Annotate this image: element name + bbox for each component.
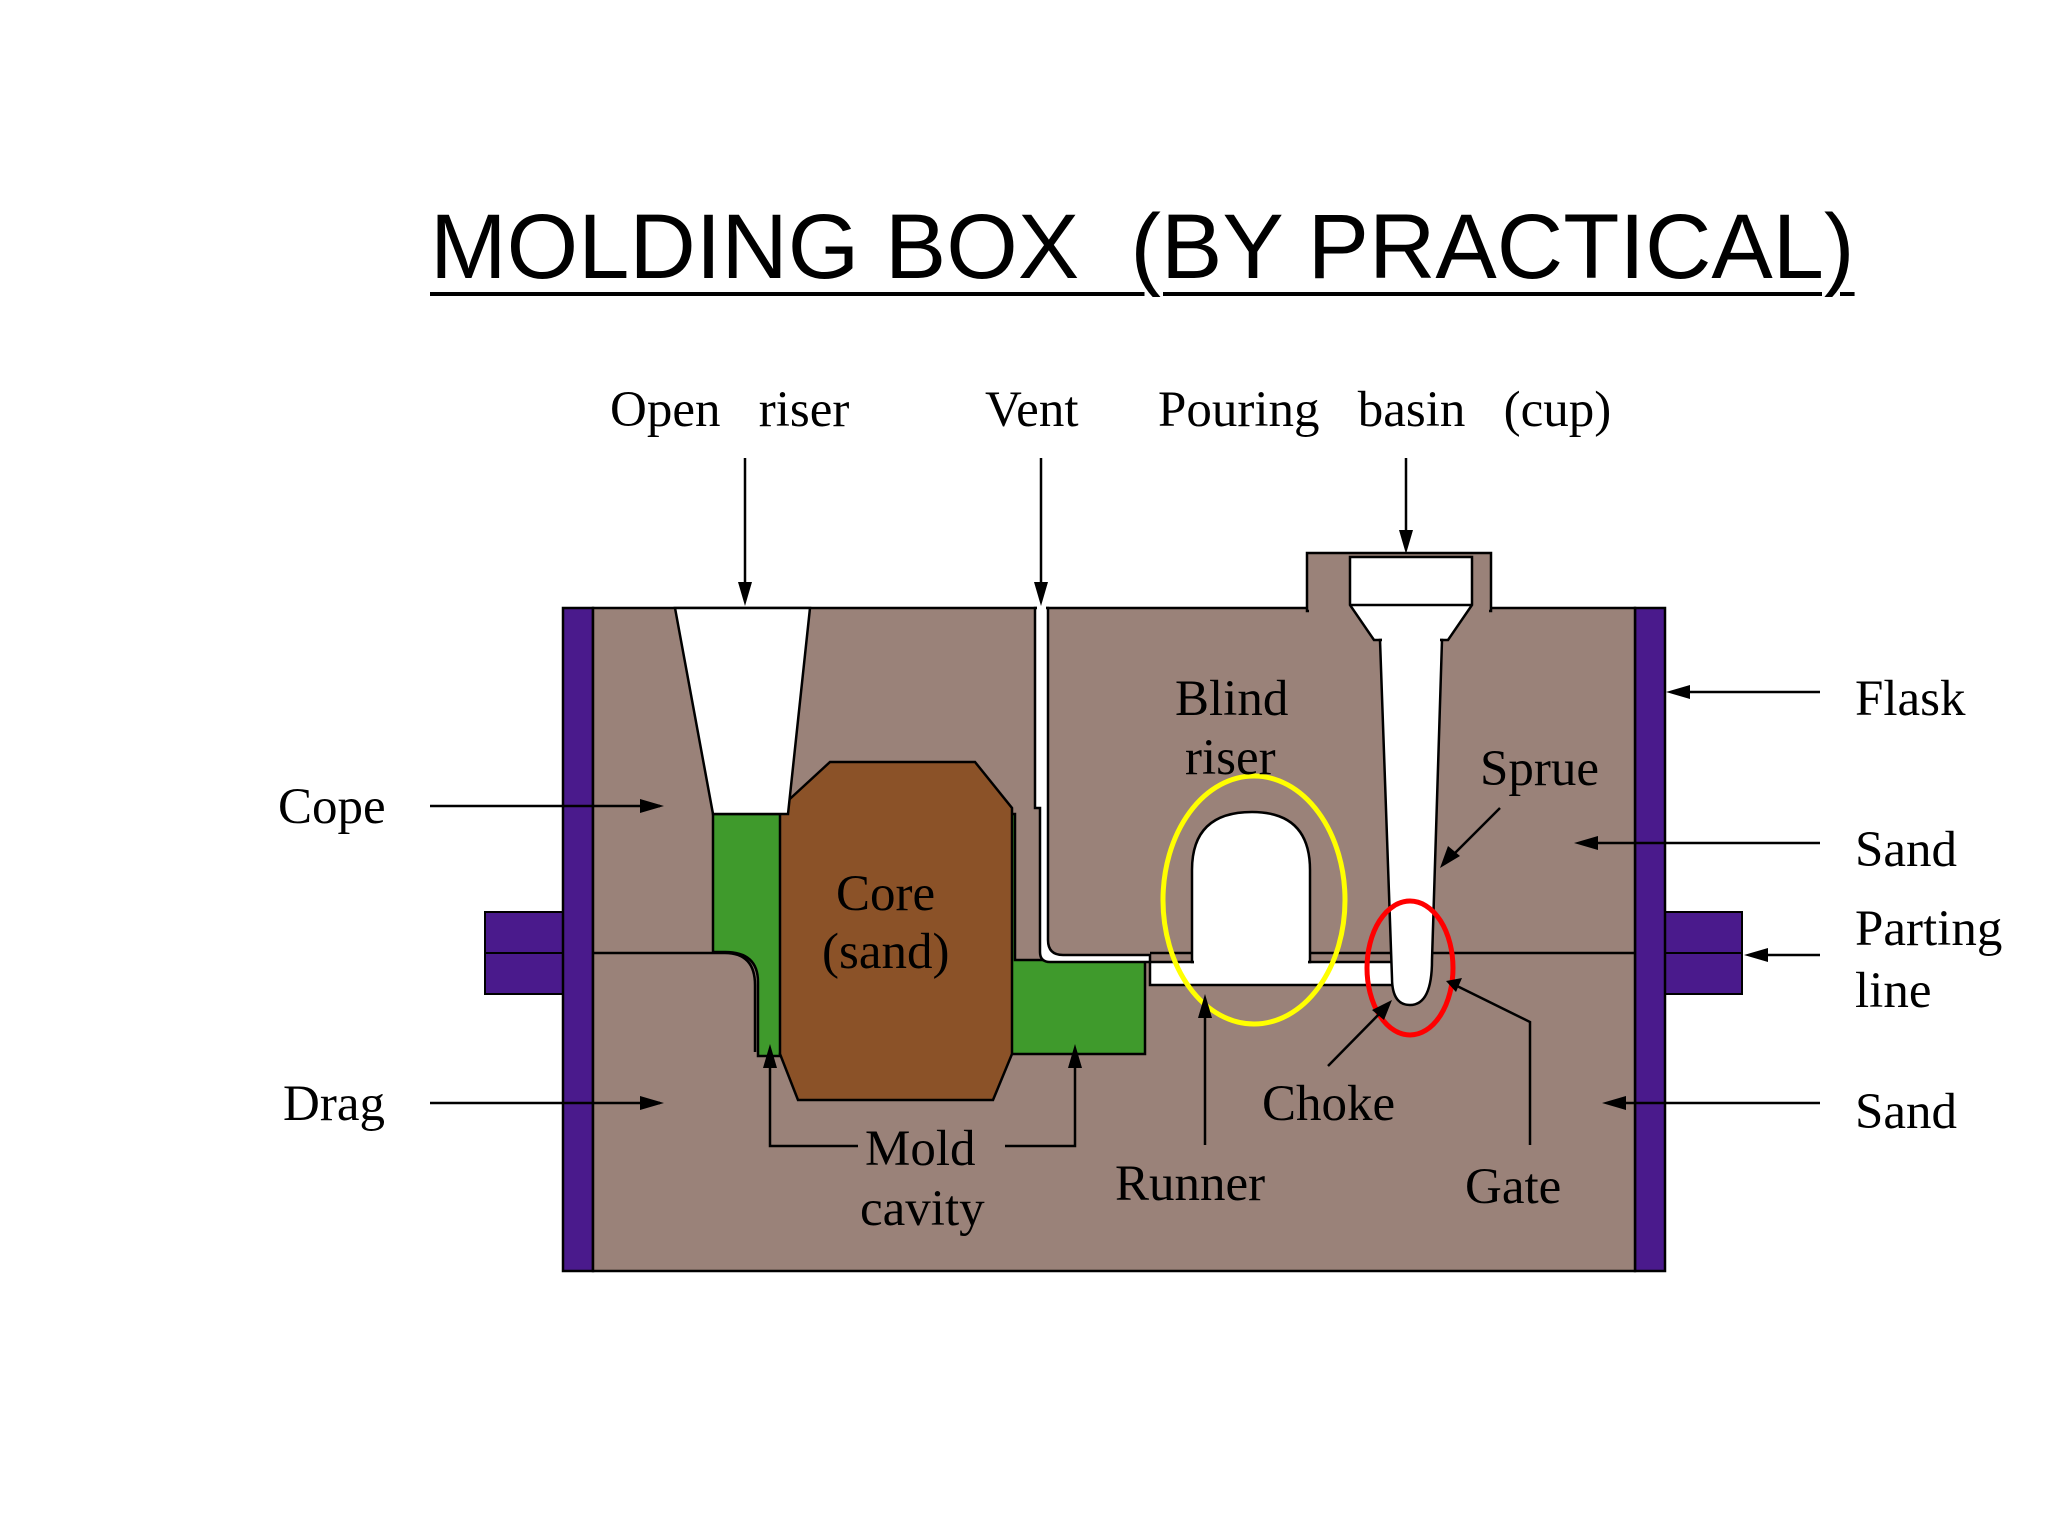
label-drag: Drag <box>283 1076 385 1132</box>
choke-highlight <box>1364 898 1456 1038</box>
pouring-basin-cup <box>1348 555 1474 642</box>
label-runner: Runner <box>1115 1156 1265 1212</box>
open-riser <box>673 606 812 816</box>
label-parting-line2: line <box>1855 963 1931 1019</box>
label-core-line2: (sand) <box>822 924 949 980</box>
sprue <box>1378 638 1444 1007</box>
label-cope: Cope <box>278 779 386 835</box>
blind-riser <box>1190 810 1312 964</box>
label-gate: Gate <box>1465 1159 1561 1215</box>
label-open-riser: Open riser <box>610 382 849 438</box>
core-sand <box>778 760 1014 1102</box>
label-vent: Vent <box>985 382 1078 438</box>
page-title: MOLDING BOX (BY PRACTICAL) <box>430 196 1855 298</box>
label-blind-riser-line2: riser <box>1185 730 1276 786</box>
flask-wall-left <box>561 606 595 1273</box>
label-mold-cavity-line1: Mold <box>865 1121 976 1177</box>
label-pouring-basin: Pouring basin (cup) <box>1158 382 1611 438</box>
label-sand-top: Sand <box>1855 822 1957 878</box>
label-sand-bottom: Sand <box>1855 1084 1957 1140</box>
label-sprue: Sprue <box>1480 741 1599 797</box>
label-core-line1: Core <box>836 866 935 922</box>
flask-wall-right <box>1633 606 1667 1273</box>
label-flask: Flask <box>1855 671 1966 727</box>
label-mold-cavity-line2: cavity <box>860 1181 985 1237</box>
label-choke: Choke <box>1262 1076 1395 1132</box>
label-blind-riser-line1: Blind <box>1175 671 1288 727</box>
blind-riser-highlight <box>1160 773 1348 1027</box>
label-parting-line1: Parting <box>1855 901 2002 957</box>
